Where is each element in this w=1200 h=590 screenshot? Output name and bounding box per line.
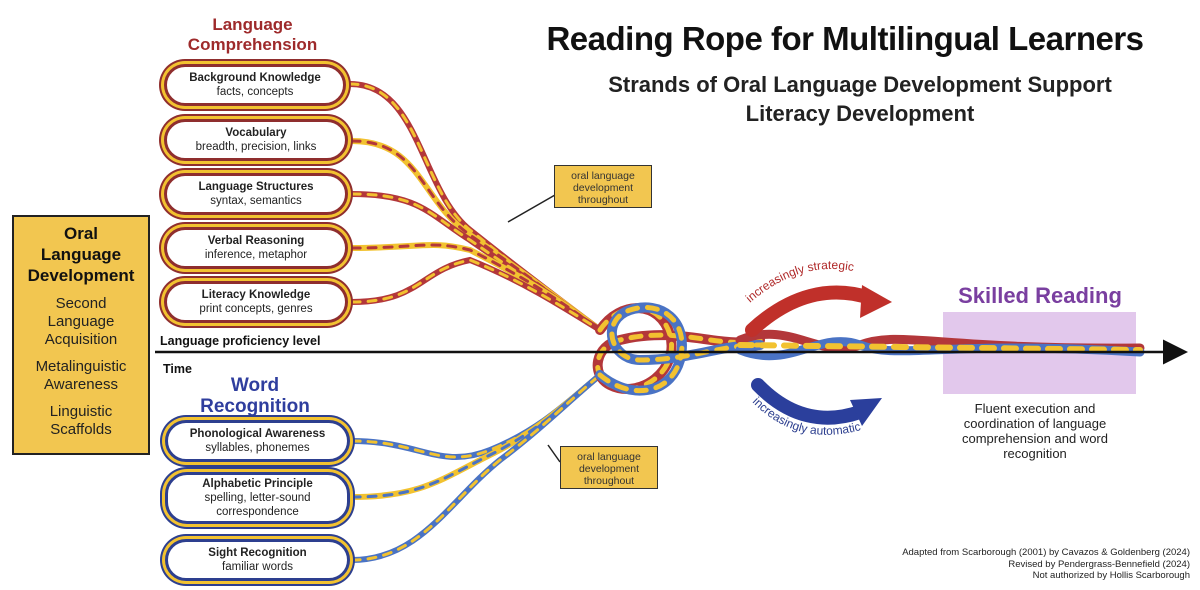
language-comprehension-heading: Language Comprehension (187, 15, 318, 54)
strategic-arrow (745, 285, 877, 337)
credit-line-1: Adapted from Scarborough (2001) by Cavaz… (902, 547, 1190, 558)
wr-strands (349, 372, 603, 563)
callout-top-connector (507, 194, 556, 223)
strand-verbal-reasoning: Verbal Reasoning inference, metaphor (164, 227, 348, 269)
diagram-title: Reading Rope for Multilingual Learners (546, 20, 1144, 57)
credit-line-3: Not authorized by Hollis Scarborough (1032, 570, 1190, 581)
strand-vocabulary: Vocabulary breadth, precision, links (164, 119, 348, 161)
oral-item-metalinguistic: Metalinguistic Awareness (35, 358, 127, 393)
credits: Adapted from Scarborough (2001) by Cavaz… (760, 547, 1190, 582)
oral-language-heading: Oral Language Development (27, 224, 135, 285)
strand-sight-recognition: Sight Recognition familiar words (165, 539, 350, 581)
subtitle-line-2: Literacy Development (745, 101, 975, 126)
callout-oral-language-bottom: oral language development throughout (560, 446, 658, 489)
lc-strands (347, 81, 603, 333)
word-recognition-heading: Word Recognition (200, 375, 310, 417)
strand-language-structures: Language Structures syntax, semantics (164, 173, 348, 215)
skilled-reading-title: Skilled Reading (958, 283, 1122, 308)
credit-line-2: Revised by Pendergrass-Bennefield (2024) (1008, 558, 1190, 570)
proficiency-axis-label: Language proficiency level (160, 334, 321, 348)
strand-background-knowledge: Background Knowledge facts, concepts (164, 64, 346, 106)
callout-bottom-connector (547, 444, 561, 463)
callout-oral-language-top: oral language development throughout (554, 165, 652, 208)
strand-literacy-knowledge: Literacy Knowledge print concepts, genre… (164, 281, 348, 323)
time-axis-label: Time (163, 362, 192, 376)
automatic-arrow (751, 378, 867, 425)
oral-item-second-language: Second Language Acquisition (44, 295, 118, 348)
subtitle-line-1: Strands of Oral Language Development Sup… (608, 72, 1112, 97)
oral-language-development-box: Oral Language Development Second Languag… (12, 215, 150, 455)
diagram-subtitle: Strands of Oral Language Development Sup… (540, 70, 1180, 128)
strand-alphabetic-principle: Alphabetic Principle spelling, letter-so… (165, 472, 350, 524)
rope-twist (592, 302, 1145, 396)
strand-phonological-awareness: Phonological Awareness syllables, phonem… (165, 420, 350, 462)
skilled-reading-description: Fluent execution and coordination of lan… (962, 401, 1108, 461)
oral-item-scaffolds: Linguistic Scaffolds (49, 403, 113, 438)
